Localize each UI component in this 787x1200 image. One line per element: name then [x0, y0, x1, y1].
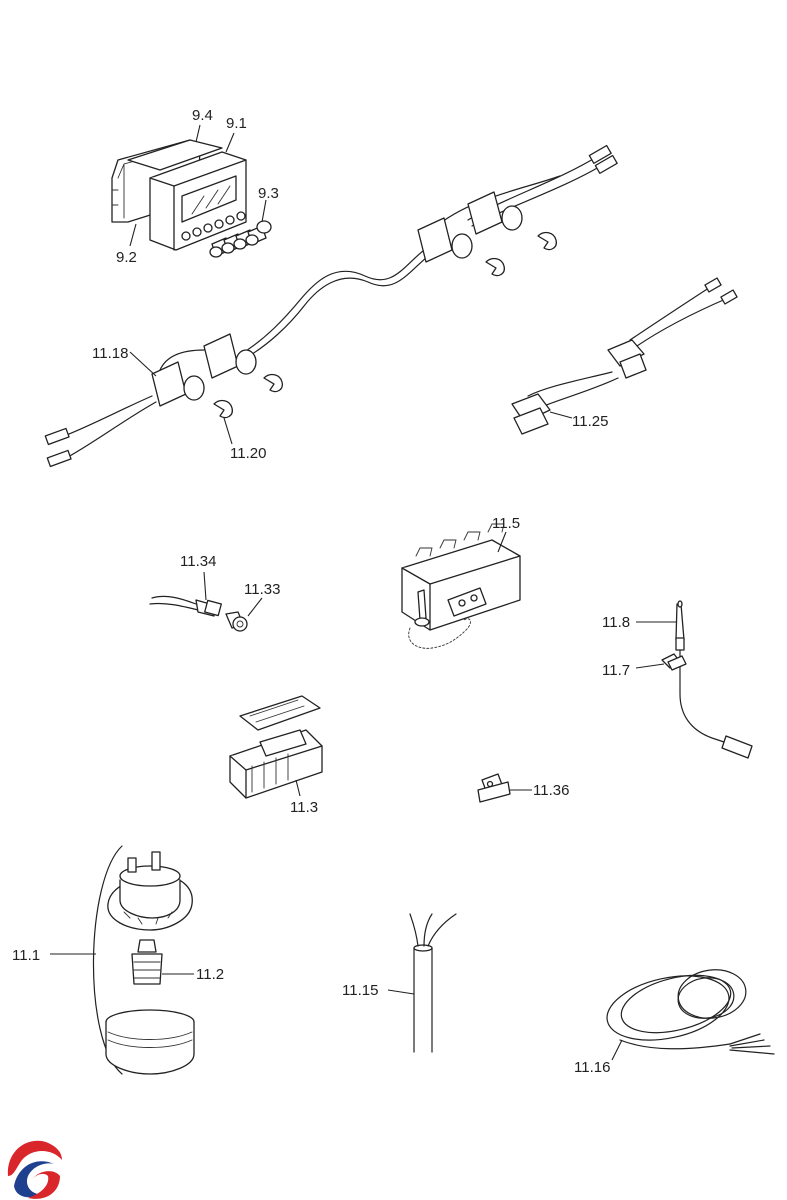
label-11-25: 11.25 — [572, 413, 608, 430]
label-11-3: 11.3 — [290, 799, 318, 816]
buttons-row — [181, 211, 246, 241]
label-11-2: 11.2 — [196, 966, 224, 983]
company-logo-swirl-icon — [7, 1140, 63, 1199]
knobs — [209, 220, 272, 258]
label-11-33: 11.33 — [244, 581, 280, 598]
part-11-1-lamp-holder: 11.1 11.2 — [12, 845, 224, 1075]
label-9-2: 9.2 — [116, 249, 137, 266]
label-11-1: 11.1 — [12, 947, 40, 964]
clips-11-20 — [213, 231, 557, 419]
part-11-15-cable: 11.15 — [342, 913, 457, 1053]
label-11-5: 11.5 — [492, 515, 520, 532]
label-11-18: 11.18 — [92, 345, 128, 362]
label-9-3: 9.3 — [258, 185, 279, 202]
label-9-1: 9.1 — [226, 115, 247, 132]
part-11-34-11-33-lamp: 11.34 11.33 — [149, 553, 280, 632]
part-11-16-wiring-loom: 11.16 — [574, 969, 775, 1076]
label-11-34: 11.34 — [180, 553, 216, 570]
label-11-7: 11.7 — [602, 662, 630, 679]
label-11-36: 11.36 — [533, 782, 569, 799]
label-11-8: 11.8 — [602, 614, 630, 631]
part-11-18-microswitch-harness: 11.18 11.20 — [44, 144, 618, 468]
part-11-3-terminal-box: 11.3 — [229, 695, 323, 816]
label-11-16: 11.16 — [574, 1059, 610, 1076]
part-11-5-ignition-unit: 11.5 — [401, 515, 521, 649]
part-9-control-panel: 9.4 9.1 9.3 9.2 — [111, 107, 279, 266]
part-11-25-switch-harness: 11.25 — [511, 277, 738, 435]
label-11-20: 11.20 — [230, 445, 266, 462]
part-11-36-bracket: 11.36 — [477, 773, 569, 803]
label-9-4: 9.4 — [192, 107, 213, 124]
label-11-15: 11.15 — [342, 982, 378, 999]
part-11-8-thermocouple: 11.8 11.7 — [602, 600, 753, 759]
